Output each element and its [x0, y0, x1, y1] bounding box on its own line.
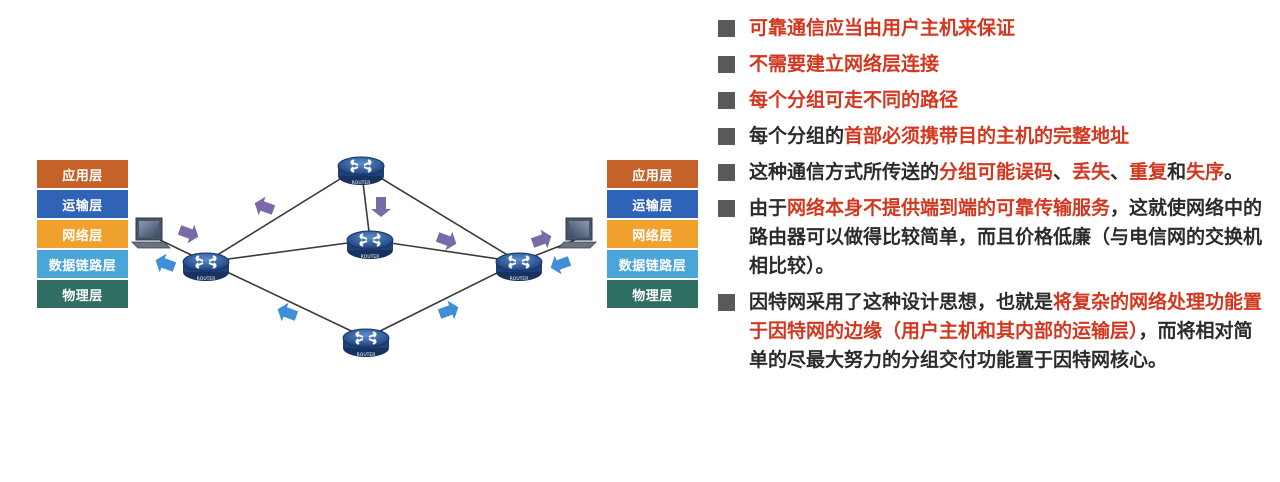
highlight-text: 首部必须携带目的主机的完整地址	[844, 125, 1130, 147]
body-text: ，而将相对简单的尽最大努力的分组交付功能置于因特网核心。	[749, 320, 1253, 371]
bullet-square-icon	[718, 200, 735, 217]
highlight-text: 失序	[1186, 161, 1225, 183]
network-links	[159, 165, 576, 339]
bullet-square-icon	[718, 164, 735, 181]
highlight-text: 可靠通信应当由用户主机来保证	[749, 17, 1016, 39]
bullet-list: 可靠通信应当由用户主机来保证不需要建立网络层连接每个分组可走不同的路径每个分组的…	[718, 14, 1263, 382]
bullet-item: 因特网采用了这种设计思想，也就是将复杂的网络处理功能置于因特网的边缘（用户主机和…	[718, 288, 1263, 375]
body-text: ，这就使网络中的路由器可以做得比较简单，而且价格低廉（与电信网的交换机相比较）。	[749, 197, 1263, 277]
highlight-text: 不需要建立网络层连接	[749, 53, 940, 75]
bullet-item: 每个分组可走不同的路径	[718, 86, 1263, 115]
body-text: 因特网采用了这种设计思想，也就是	[749, 291, 1054, 313]
highlight-text: 每个分组可走不同的路径	[749, 89, 959, 111]
right-stack-layer: 数据链路层	[607, 250, 698, 278]
body-text: 和	[1167, 161, 1187, 183]
router-label: ROUTER	[357, 352, 376, 358]
packet-arrow-icon	[371, 197, 391, 217]
body-text: 、	[1110, 161, 1130, 183]
bullet-item: 可靠通信应当由用户主机来保证	[718, 14, 1263, 43]
highlight-text: 丢失	[1072, 161, 1111, 183]
highlight-text: 将复杂的网络处理功能置于因特网的边缘（用户主机和其内部的运输层）	[749, 291, 1263, 342]
packet-arrow-icon	[251, 193, 277, 220]
left-stack-layer: 应用层	[37, 160, 128, 188]
body-text: 由于	[749, 197, 788, 219]
router-label: ROUTER	[510, 276, 529, 282]
router-label: ROUTER	[197, 276, 216, 282]
bullet-item: 这种通信方式所传送的分组可能误码、丢失、重复和失序。	[718, 158, 1263, 187]
packet-arrow-icon	[176, 220, 202, 247]
highlight-text: 重复	[1129, 161, 1168, 183]
body-text: 、	[1053, 161, 1073, 183]
highlight-text: 分组可能误码	[939, 161, 1054, 183]
network-diagram: ROUTER ROUTER ROUTER ROUTER ROUTER	[131, 156, 597, 358]
bullet-item: 不需要建立网络层连接	[718, 50, 1263, 79]
bullet-item: 每个分组的首部必须携带目的主机的完整地址	[718, 122, 1263, 151]
packet-arrow-icon	[274, 299, 300, 326]
bullet-square-icon	[718, 56, 735, 73]
right-protocol-stack: 应用层运输层网络层数据链路层物理层	[607, 160, 698, 310]
left-stack-layer: 运输层	[37, 190, 128, 218]
left-protocol-stack: 应用层运输层网络层数据链路层物理层	[37, 160, 128, 310]
computer-host-icon	[131, 217, 171, 249]
highlight-text: 网络本身不提供端到端的可靠传输服务	[787, 197, 1111, 219]
right-stack-layer: 网络层	[607, 220, 698, 248]
bullet-square-icon	[718, 92, 735, 109]
bullet-square-icon	[718, 20, 735, 37]
left-stack-layer: 网络层	[37, 220, 128, 248]
bullet-square-icon	[718, 128, 735, 145]
left-stack-layer: 物理层	[37, 280, 128, 308]
bullet-item: 由于网络本身不提供端到端的可靠传输服务，这就使网络中的路由器可以做得比较简单，而…	[718, 194, 1263, 281]
bullet-square-icon	[718, 294, 735, 311]
body-text: 每个分组的	[749, 125, 845, 147]
computer-host-icon	[557, 217, 597, 249]
packet-arrow-icon	[547, 251, 573, 278]
right-stack-layer: 物理层	[607, 280, 698, 308]
router-label: ROUTER	[361, 254, 380, 260]
left-stack-layer: 数据链路层	[37, 250, 128, 278]
body-text: 。	[1224, 161, 1244, 183]
right-stack-layer: 运输层	[607, 190, 698, 218]
router-label: ROUTER	[352, 180, 371, 186]
body-text: 这种通信方式所传送的	[749, 161, 940, 183]
right-stack-layer: 应用层	[607, 160, 698, 188]
packet-arrow-icon	[152, 250, 178, 277]
